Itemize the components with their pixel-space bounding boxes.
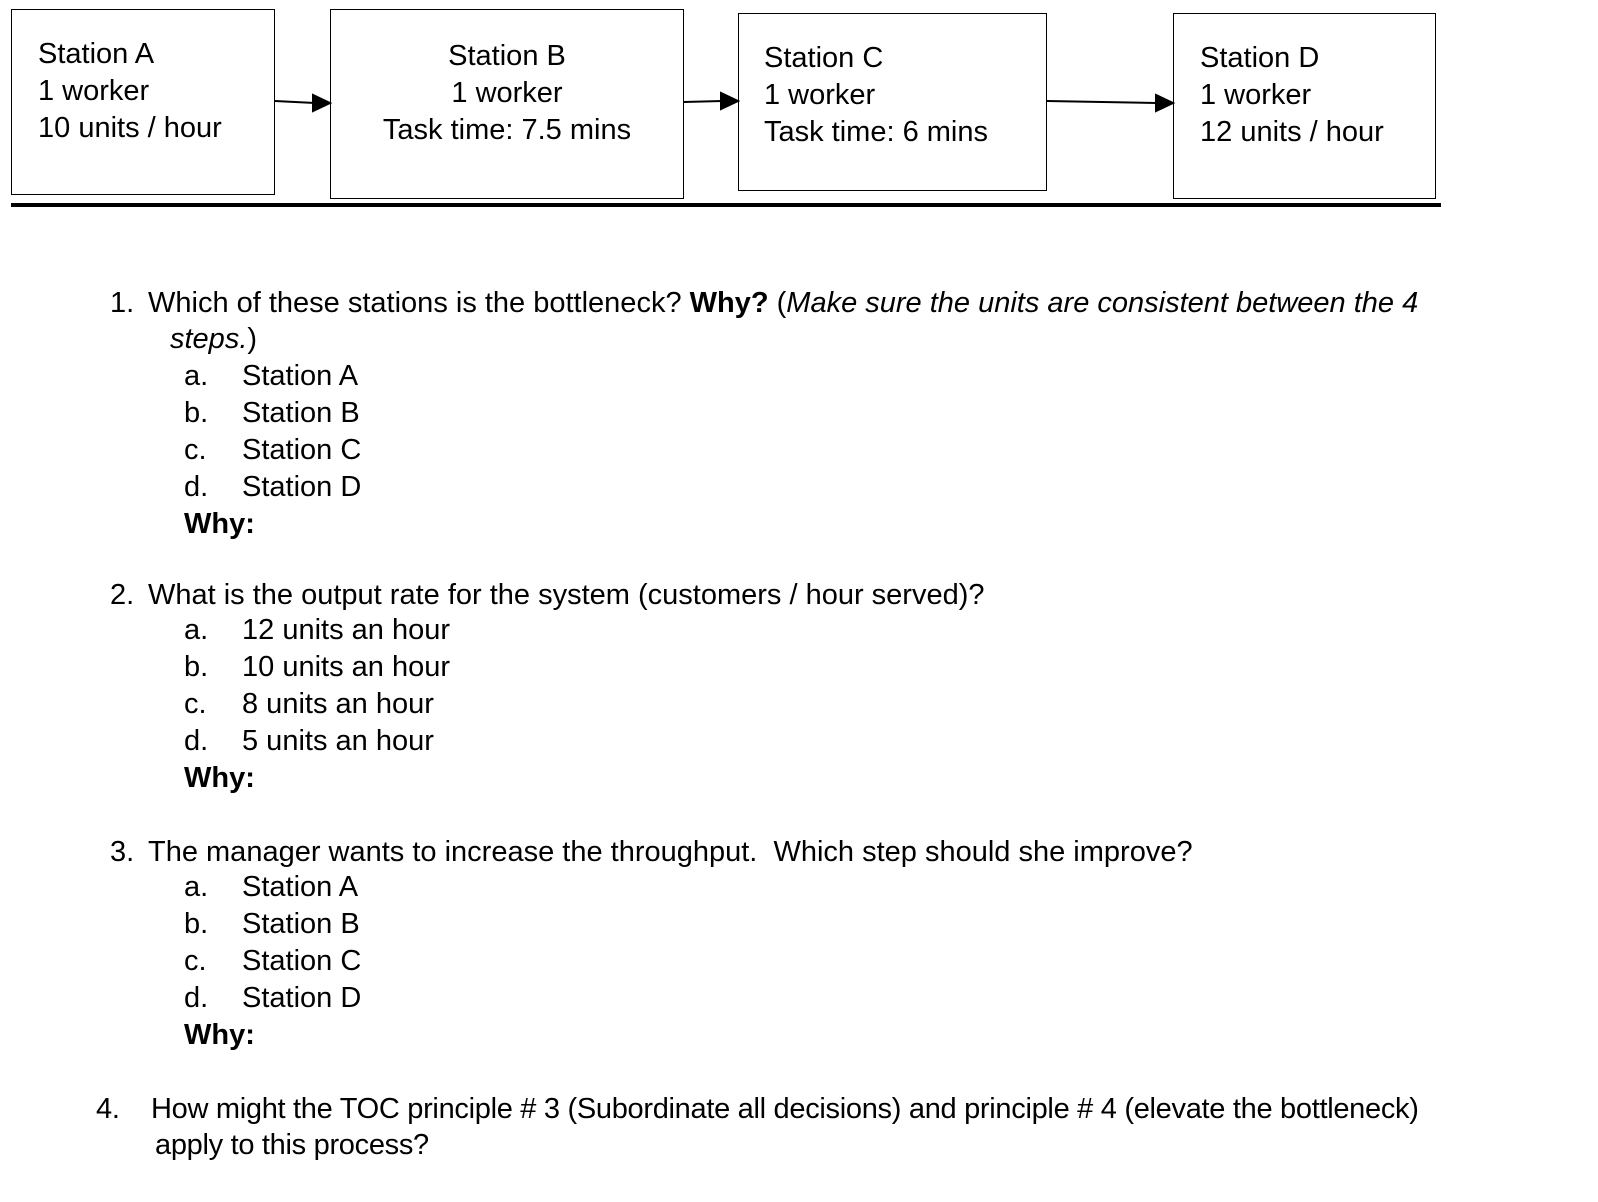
station-workers: 1 worker [1200,79,1312,111]
arrow-a-to-b [274,100,316,104]
paren-close: ) [247,323,258,355]
arrowhead-c-to-d [1155,93,1176,113]
option-letter: b. [184,908,209,940]
question-number: 2. [110,579,135,611]
flow-arrows [274,91,1176,113]
why-label: Why: [184,508,255,540]
option-label: Station B [242,908,360,940]
option-letter: a. [184,871,209,903]
option-letter: d. [184,471,209,503]
question-note-cont: steps. [170,323,248,355]
option-d: d. Station D [184,469,361,506]
question-number: 3. [110,836,135,868]
option-d: d. 5 units an hour [184,723,450,760]
question-1-options: a. Station A b. Station B c. Station C d. St… [184,358,361,543]
option-c: c. Station C [184,432,361,469]
option-label: 12 units an hour [242,614,450,646]
option-c: c. 8 units an hour [184,686,450,723]
option-letter: c. [184,688,207,720]
question-1-line-2: steps.) [110,321,1418,357]
why-label: Why: [184,1019,255,1051]
station-workers: 1 worker [38,75,150,107]
station-detail: Task time: 6 mins [764,116,988,148]
question-note: Make sure the units are consistent betwe… [786,287,1419,319]
arrow-c-to-d [1046,100,1158,104]
question-text: How might the TOC principle # 3 (Subordi… [151,1093,1419,1125]
question-text: The manager wants to increase the throug… [148,836,1193,868]
station-name: Station B [448,40,566,72]
question-2: 2. What is the output rate for the system… [110,577,985,613]
option-label: Station D [242,471,362,503]
station-detail: 10 units / hour [38,112,222,144]
station-c-box: Station C 1 worker Task time: 6 mins [738,13,1047,191]
question-4-line-2: apply to this process? [155,1129,429,1161]
option-letter: a. [184,614,209,646]
question-1-line-1: 1. Which of these stations is the bottlen… [110,285,1418,321]
question-2-options: a. 12 units an hour b. 10 units an hour c.… [184,612,450,797]
option-label: Station C [242,434,362,466]
arrow-b-to-c [683,100,723,103]
option-letter: d. [184,725,209,757]
option-b: b. 10 units an hour [184,649,450,686]
station-workers: 1 worker [451,77,563,109]
option-label: Station D [242,982,362,1014]
station-name: Station C [764,42,884,74]
question-text: Which of these stations is the bottlenec… [148,287,690,319]
station-b-box: Station B 1 worker Task time: 7.5 mins [330,9,684,199]
station-name: Station D [1200,42,1320,74]
option-label: Station A [242,360,359,392]
station-detail: 12 units / hour [1200,116,1384,148]
option-letter: a. [184,360,209,392]
option-label: 8 units an hour [242,688,434,720]
option-label: Station A [242,871,359,903]
horizontal-rule [11,203,1441,207]
option-d: d. Station D [184,980,361,1017]
question-number: 1. [110,287,135,319]
option-letter: d. [184,982,209,1014]
option-a: a. 12 units an hour [184,612,450,649]
station-workers: 1 worker [764,79,876,111]
option-letter: b. [184,397,209,429]
why-label: Why: [184,762,255,794]
option-letter: c. [184,434,207,466]
question-4: 4. How might the TOC principle # 3 (Subor… [96,1091,1419,1163]
option-c: c. Station C [184,943,361,980]
question-emphasis: Why? [689,287,769,319]
option-label: Station C [242,945,362,977]
paren-open: ( [768,287,787,319]
question-text: What is the output rate for the system (… [148,579,985,611]
option-label: 10 units an hour [242,651,450,683]
station-detail: Task time: 7.5 mins [382,114,632,146]
station-d-box: Station D 1 worker 12 units / hour [1173,13,1436,199]
option-label: 5 units an hour [242,725,434,757]
arrowhead-a-to-b [312,93,333,113]
option-a: a. Station A [184,869,361,906]
option-b: b. Station B [184,395,361,432]
question-number: 4. [96,1093,120,1125]
question-1: 1. Which of these stations is the bottlen… [110,285,1418,357]
question-4-line-1: 4. How might the TOC principle # 3 (Subor… [96,1091,1419,1127]
option-a: a. Station A [184,358,361,395]
question-3-options: a. Station A b. Station B c. Station C d. St… [184,869,361,1054]
arrowhead-b-to-c [720,91,741,111]
option-label: Station B [242,397,360,429]
option-letter: b. [184,651,209,683]
option-letter: c. [184,945,207,977]
option-b: b. Station B [184,906,361,943]
question-3: 3. The manager wants to increase the thro… [110,834,1193,870]
station-a-box: Station A 1 worker 10 units / hour [11,9,275,195]
station-name: Station A [38,38,155,70]
